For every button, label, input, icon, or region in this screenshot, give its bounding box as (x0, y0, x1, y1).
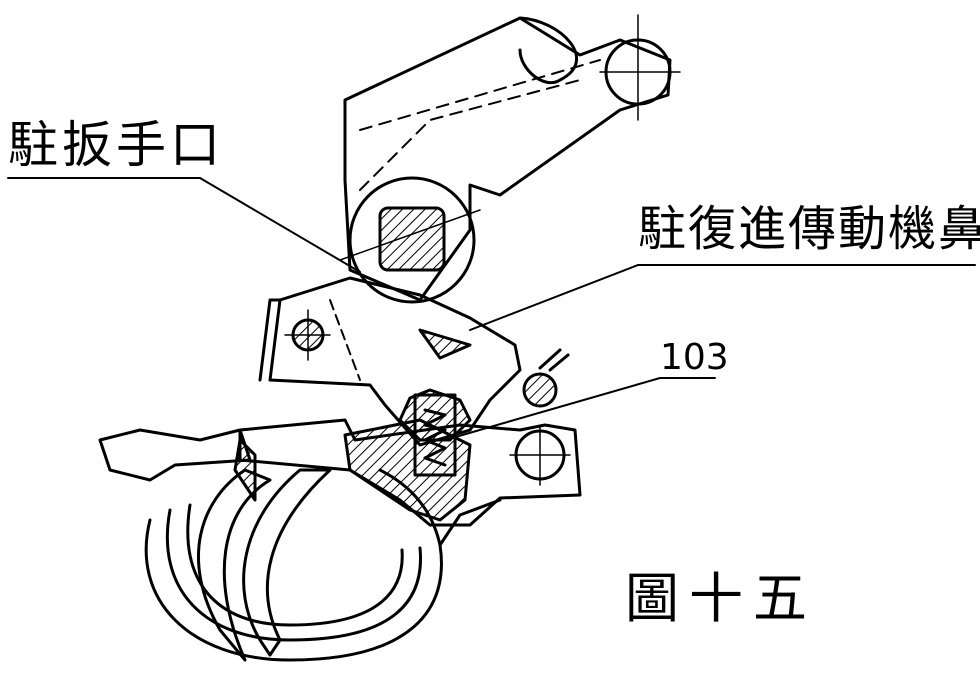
stop-pin (522, 348, 570, 408)
label-part-number: 103 (660, 337, 729, 378)
label-sear-notch: 駐扳手口 (8, 116, 224, 174)
figure-caption: 圖十五 (625, 567, 817, 630)
hammer-pivot (339, 176, 481, 304)
trigger-and-guard (98, 428, 502, 662)
leader-lines (7, 177, 976, 441)
sear-body (268, 276, 522, 447)
label-sear-return-lug: 駐復進傳動機鼻 (638, 201, 980, 257)
trigger-housing (238, 298, 582, 527)
